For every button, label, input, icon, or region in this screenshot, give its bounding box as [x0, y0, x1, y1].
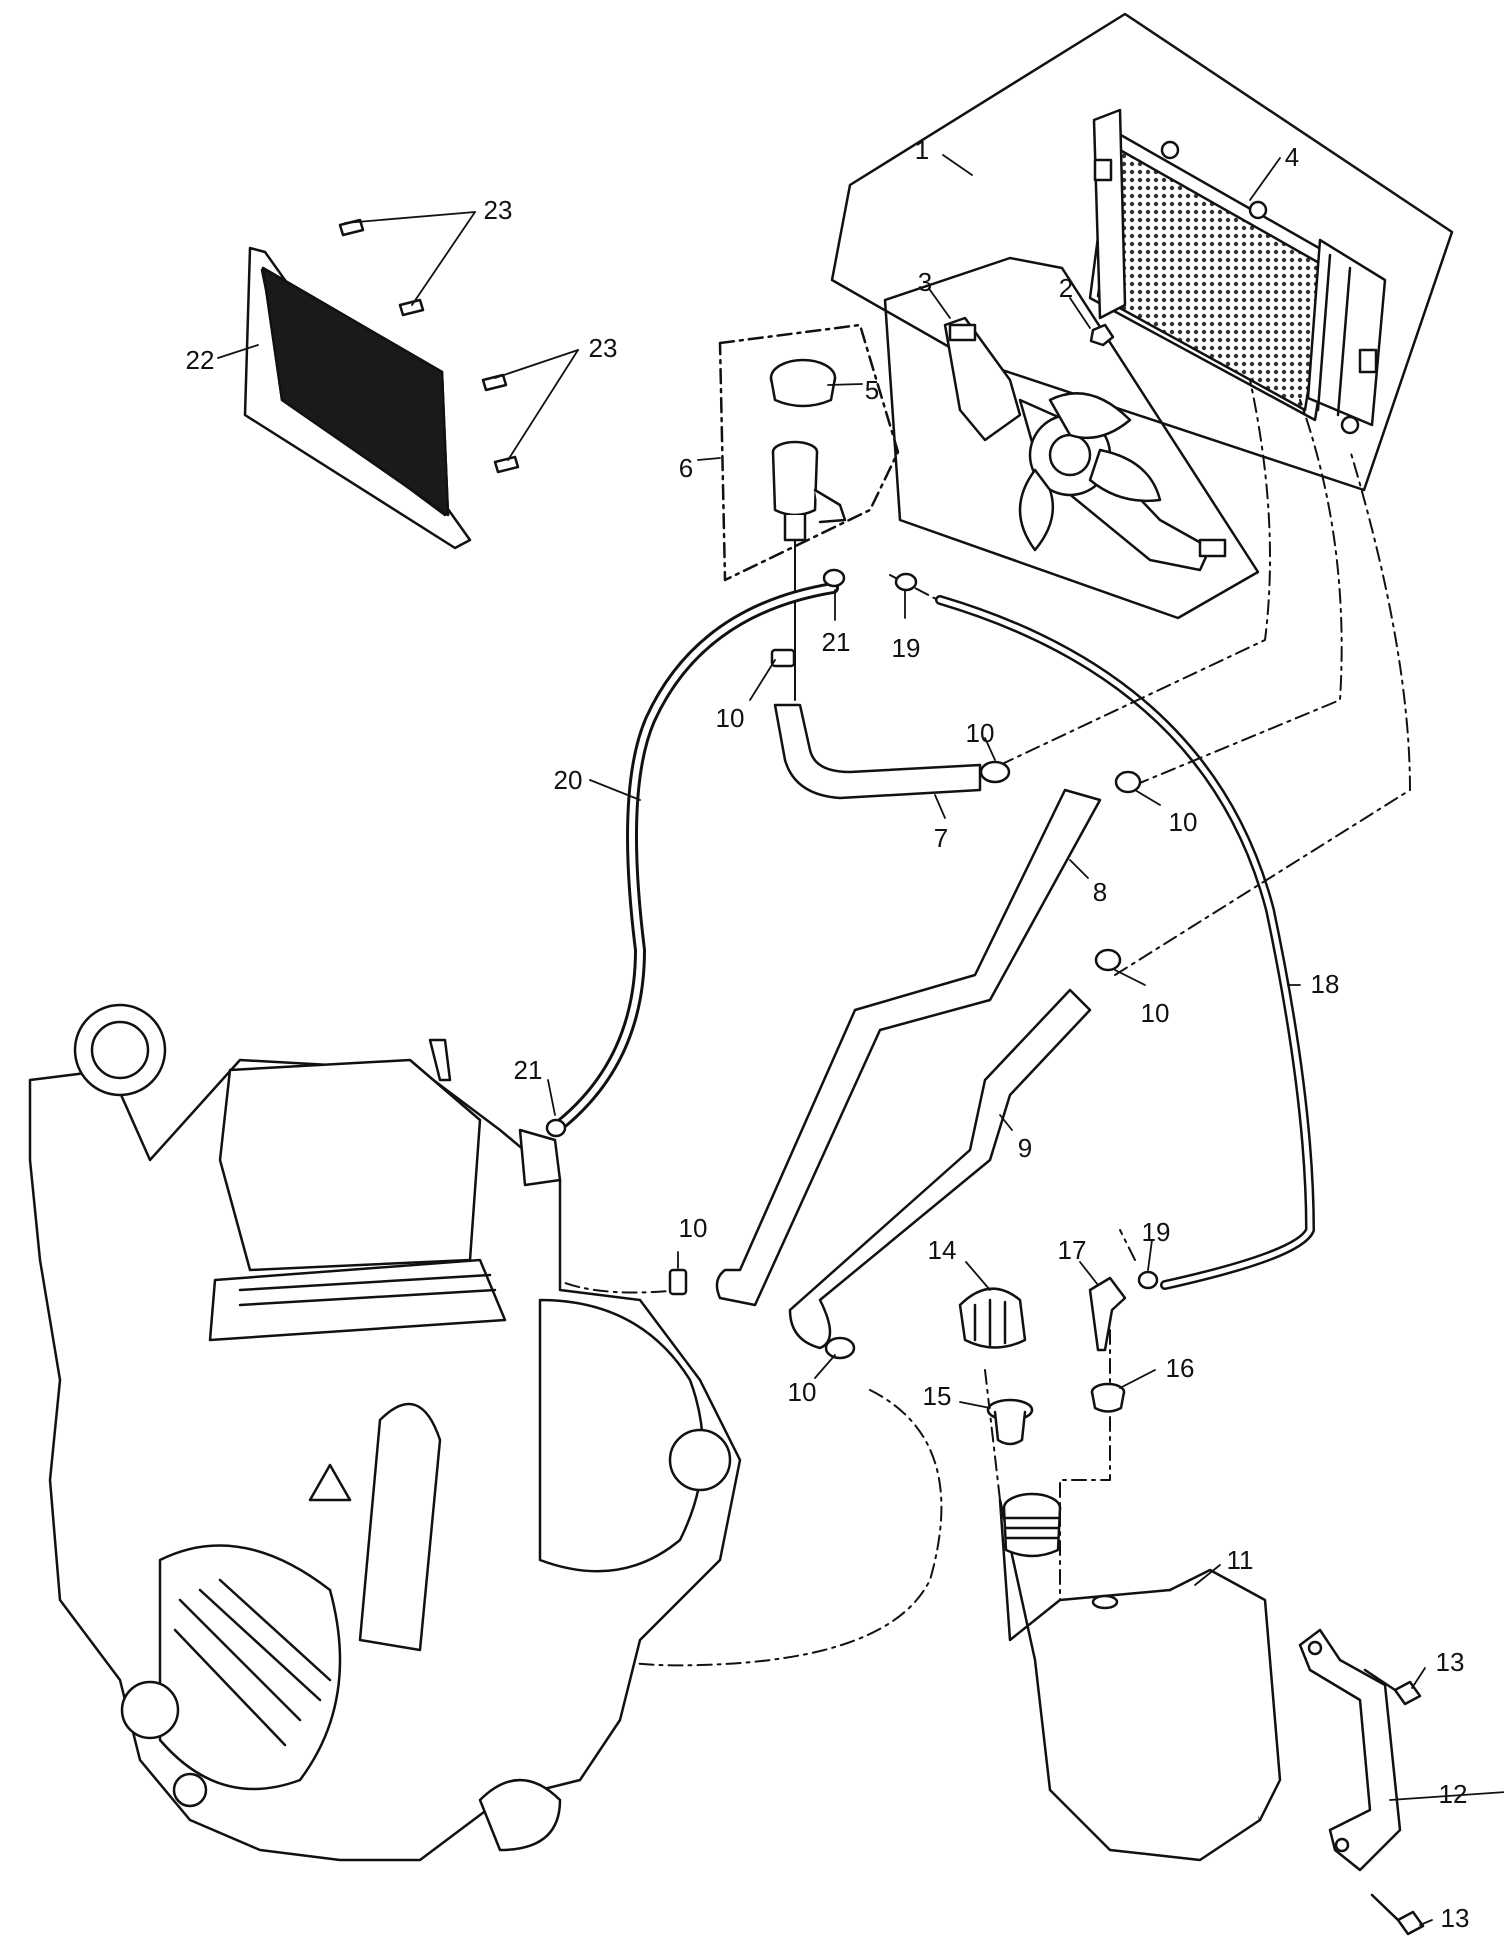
expansion-tank	[998, 1492, 1282, 1862]
callout-1: 1	[914, 135, 930, 165]
tank-cap	[958, 1287, 1027, 1349]
callout-8: 8	[1092, 877, 1108, 907]
callout-11: 11	[1226, 1545, 1254, 1575]
callout-18: 18	[1310, 969, 1340, 999]
callout-15: 15	[922, 1381, 952, 1411]
filler-neck	[771, 440, 847, 701]
callout-13-b: 13	[1440, 1903, 1470, 1933]
callout-12: 12	[1438, 1779, 1468, 1809]
callout-9: 9	[1017, 1133, 1033, 1163]
hose-8	[715, 788, 1102, 1307]
callout-19-b: 19	[1141, 1217, 1171, 1247]
hose-7	[773, 703, 982, 800]
fan-assembly	[943, 316, 1227, 572]
bolt-13-lower	[1370, 1893, 1425, 1936]
callout-23-a: 23	[483, 195, 513, 225]
callout-21-b: 21	[513, 1055, 543, 1085]
engine	[28, 1003, 742, 1862]
callout-3: 3	[917, 267, 933, 297]
callout-10-a: 10	[715, 703, 745, 733]
callout-10-f: 10	[787, 1377, 817, 1407]
bolt-2	[1089, 323, 1115, 347]
callout-10-c: 10	[1168, 807, 1198, 837]
radiator	[1088, 108, 1387, 435]
callout-17: 17	[1057, 1235, 1087, 1265]
hose-9	[788, 988, 1092, 1350]
fan-assembly-outline	[883, 256, 1260, 620]
callout-23-b: 23	[588, 333, 618, 363]
filler-neck-assembly-outline	[718, 323, 900, 582]
callout-5: 5	[864, 375, 880, 405]
callout-19-a: 19	[891, 633, 921, 663]
hose-20	[554, 582, 839, 1131]
callout-21-a: 21	[821, 627, 851, 657]
hose-clamps	[545, 568, 1159, 1360]
callout-2: 2	[1058, 273, 1074, 303]
callout-10-e: 10	[678, 1213, 708, 1243]
tank-bracket	[1298, 1628, 1402, 1872]
tank-fitting	[1088, 1276, 1127, 1352]
guard-screws	[338, 218, 520, 474]
radiator-cap	[769, 358, 837, 408]
grommet	[1090, 1382, 1126, 1413]
callout-10-d: 10	[1140, 998, 1170, 1028]
callout-16: 16	[1165, 1353, 1195, 1383]
callout-14: 14	[927, 1235, 957, 1265]
callout-10-b: 10	[965, 718, 995, 748]
leader-lines	[217, 154, 1504, 1926]
tank-cap-seal	[986, 1398, 1034, 1446]
callout-13-a: 13	[1435, 1647, 1465, 1677]
bolt-13-upper	[1363, 1668, 1422, 1706]
callout-20: 20	[553, 765, 583, 795]
callout-7: 7	[933, 823, 949, 853]
callout-4: 4	[1284, 142, 1300, 172]
callout-22: 22	[185, 345, 215, 375]
callout-6: 6	[678, 453, 694, 483]
radiator-guard	[243, 246, 472, 550]
